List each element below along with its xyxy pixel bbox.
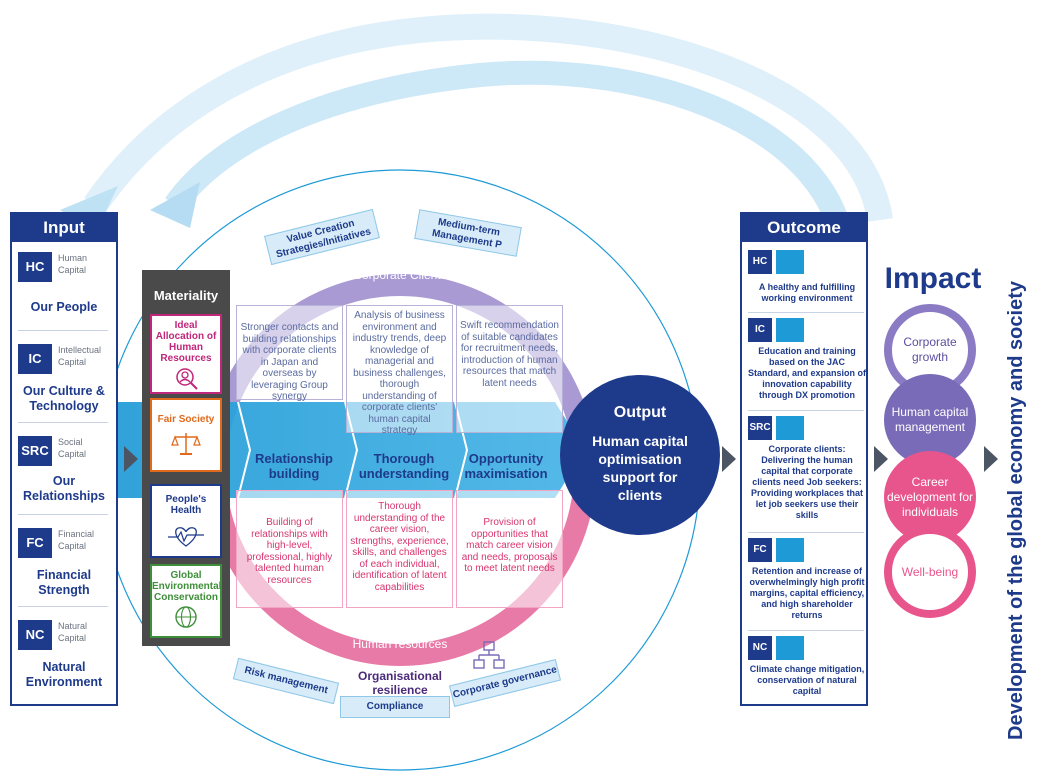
materiality-panel: Materiality Ideal Allocation of Human Re… bbox=[142, 270, 230, 646]
input-title: Input bbox=[12, 214, 116, 242]
outcome-text: Corporate clients: Delivering the human … bbox=[750, 444, 864, 520]
step-relationship-building: Relationship building bbox=[254, 451, 333, 481]
outcome-item-nc: NC Climate change mitigation, conservati… bbox=[748, 630, 864, 704]
handshake-icon bbox=[776, 416, 804, 440]
capital-type: Human Capital bbox=[58, 253, 88, 275]
lightbulb-icon bbox=[776, 318, 804, 342]
outcome-text: Climate change mitigation, conservation … bbox=[749, 664, 865, 696]
materiality-label: Global Environmental Conservation bbox=[152, 570, 222, 603]
outcome-item-fc: FC Retention and increase of overwhelmin… bbox=[748, 532, 865, 631]
ring-top-label: Corporate Clients bbox=[353, 268, 447, 282]
materiality-label: People's Health bbox=[165, 494, 207, 516]
capital-type: Financial Capital bbox=[58, 529, 95, 551]
outcome-code: FC bbox=[748, 538, 772, 562]
client-text-understanding: Analysis of business environment and ind… bbox=[346, 305, 453, 436]
impact-title: Impact bbox=[884, 262, 982, 295]
outcome-item-src: SRC Corporate clients: Delivering the hu… bbox=[748, 410, 864, 533]
output-title: Output bbox=[613, 404, 667, 421]
materiality-item-environment: Global Environmental Conservation bbox=[150, 564, 222, 638]
materiality-item-fair-society: Fair Society bbox=[150, 398, 222, 472]
capital-name: Our Relationships bbox=[23, 474, 105, 503]
vertical-impact-statement: Development of the global economy and so… bbox=[1005, 281, 1027, 740]
outcome-arrow-icon bbox=[874, 446, 888, 472]
output-arrow-icon bbox=[722, 446, 736, 472]
client-text-opportunity: Swift recommendation of suitable candida… bbox=[456, 305, 563, 433]
ring-bottom-label: Human resources bbox=[352, 637, 448, 651]
outcome-panel: Outcome HC A healthy and fulfilling work… bbox=[740, 212, 868, 706]
capital-code: IC bbox=[18, 344, 52, 374]
outcome-text: A healthy and fulfilling working environ… bbox=[758, 282, 856, 303]
outcome-item-hc: HC A healthy and fulfilling working envi… bbox=[748, 244, 864, 313]
capital-type: Social Capital bbox=[58, 437, 87, 459]
materiality-item-health: People's Health bbox=[150, 484, 222, 558]
materiality-item-allocation: Ideal Allocation of Human Resources bbox=[150, 314, 222, 394]
compliance-tag: Compliance bbox=[340, 696, 450, 718]
feedback-arc-outer bbox=[84, 13, 893, 223]
globe-icon bbox=[175, 606, 197, 628]
impact-arrow-icon bbox=[984, 446, 998, 472]
resource-text-relationship: Building of relationships with high-leve… bbox=[236, 490, 343, 608]
capital-type: Intellectual Capital bbox=[58, 345, 102, 367]
capital-name: Our People bbox=[30, 300, 98, 314]
capital-name: Natural Environment bbox=[25, 660, 103, 689]
people-group-icon bbox=[776, 250, 804, 274]
capital-code: FC bbox=[18, 528, 52, 558]
outcome-code: SRC bbox=[748, 416, 772, 440]
input-arrow-icon bbox=[124, 446, 138, 472]
outcome-code: NC bbox=[748, 636, 772, 660]
client-text-relationship: Stronger contacts and building relations… bbox=[236, 305, 343, 402]
resource-text-opportunity: Provision of opportunities that match ca… bbox=[456, 490, 563, 608]
outcome-code: IC bbox=[748, 318, 772, 342]
capital-type: Natural Capital bbox=[58, 621, 88, 643]
step-opportunity-maximisation: Opportunity maximisation bbox=[464, 451, 548, 481]
outcome-title: Outcome bbox=[742, 214, 866, 242]
org-resilience-label: Organisational resilience bbox=[357, 669, 443, 697]
materiality-label: Ideal Allocation of Human Resources bbox=[155, 320, 217, 364]
resource-text-understanding: Thorough understanding of the career vis… bbox=[346, 490, 453, 608]
materiality-title: Materiality bbox=[153, 288, 219, 303]
capital-code: SRC bbox=[18, 436, 52, 466]
capital-name: Our Culture & Technology bbox=[23, 384, 105, 413]
outcome-item-ic: IC Education and training based on the J… bbox=[748, 312, 867, 411]
outcome-code: HC bbox=[748, 250, 772, 274]
output-circle bbox=[560, 375, 720, 535]
capital-item-fc: FC Financial Capital Financial Strength bbox=[18, 520, 108, 607]
outcome-text: Retention and increase of overwhelmingly… bbox=[749, 566, 865, 620]
org-chart-icon bbox=[473, 641, 505, 669]
heart-pulse-icon bbox=[168, 527, 204, 547]
feedback-arc-inner bbox=[165, 60, 852, 234]
input-panel: Input HC Human Capital Our People IC Int… bbox=[10, 212, 118, 706]
outcome-text: Education and training based on the JAC … bbox=[748, 346, 867, 400]
materiality-label: Fair Society bbox=[157, 414, 215, 425]
capital-item-ic: IC Intellectual Capital Our Culture & Te… bbox=[18, 336, 108, 423]
feedback-arrowhead bbox=[60, 186, 118, 232]
impact-corporate-growth: Corporate growth bbox=[884, 304, 976, 396]
impact-human-capital-management: Human capital management bbox=[884, 374, 976, 466]
capital-item-hc: HC Human Capital Our People bbox=[18, 244, 108, 331]
bar-chart-icon bbox=[776, 538, 804, 562]
capital-name: Financial Strength bbox=[36, 568, 92, 597]
leaf-hand-icon bbox=[776, 636, 804, 660]
capital-item-src: SRC Social Capital Our Relationships bbox=[18, 428, 108, 515]
scales-icon bbox=[171, 433, 201, 455]
feedback-arrowhead-2 bbox=[150, 182, 200, 228]
capital-code: NC bbox=[18, 620, 52, 650]
impact-well-being: Well-being bbox=[884, 526, 976, 618]
person-search-icon bbox=[176, 368, 198, 390]
capital-item-nc: NC Natural Capital Natural Environment bbox=[18, 612, 108, 698]
output-text: Human capital optimisation support for c… bbox=[592, 433, 688, 503]
step-thorough-understanding: Thorough understanding bbox=[358, 451, 450, 481]
capital-code: HC bbox=[18, 252, 52, 282]
